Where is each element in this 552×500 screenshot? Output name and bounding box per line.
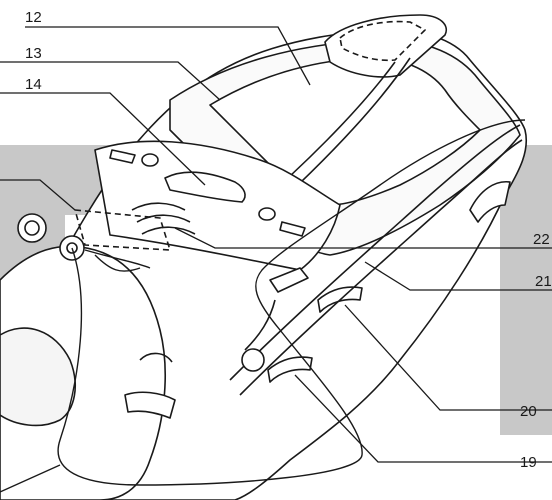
callout-label-22: 22 xyxy=(533,231,550,248)
callout-label-19: 19 xyxy=(520,454,537,471)
callout-label-13: 13 xyxy=(25,45,42,62)
callout-label-14: 14 xyxy=(25,76,42,93)
callout-label-21: 21 xyxy=(535,273,552,290)
device-body xyxy=(0,15,526,500)
callout-label-20: 20 xyxy=(520,403,537,420)
callout-label-12: 12 xyxy=(25,9,42,26)
